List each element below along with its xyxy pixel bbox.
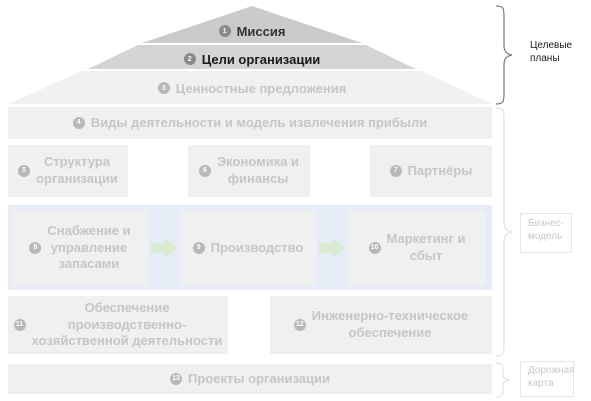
goals-label: Цели организации (201, 51, 321, 67)
label-line: организации (36, 171, 118, 186)
target-plans-label: Целевые планы (530, 40, 572, 65)
number-badge: 5 (18, 165, 31, 177)
label-line: Обеспечение (84, 299, 170, 315)
pyramid-roof (8, 6, 492, 104)
label-line: Целевые (530, 40, 573, 51)
label-line: карта (528, 377, 554, 389)
number-badge: 12 (293, 319, 306, 331)
pyramid-level-2: 2 Цели организации (120, 49, 384, 69)
business-model-box (520, 213, 572, 253)
block-partners: 7 Партнёры (370, 145, 492, 197)
label-line: модель (528, 230, 563, 242)
brace-business-model (495, 107, 513, 357)
pyramid-level-2-shape (88, 45, 416, 69)
arrow-right-icon (319, 237, 345, 259)
label-line: управление (50, 239, 128, 255)
block-label: Производство (210, 239, 304, 255)
block-projects: 13 Проекты организации (8, 364, 492, 394)
label-line: сбыт (409, 248, 443, 263)
pyramid-level-3-shape (8, 71, 492, 104)
block-activities: 4 Виды деятельности и модель извлечения … (8, 107, 492, 139)
number-badge: 7 (389, 165, 402, 177)
label-line: Дорожная (528, 365, 575, 376)
block-production: 9 Производство (180, 210, 316, 286)
label-line: Структура (43, 154, 111, 170)
pyramid-level-3: 3 Ценностные предложения (60, 78, 444, 98)
brace-target-plans (495, 5, 513, 105)
pyramid-level-1-shape (142, 6, 362, 43)
number-badge: 1 (218, 25, 231, 37)
label-line: Маркетинг и (386, 231, 466, 247)
value-proposition-label: Ценностные предложения (175, 80, 347, 96)
label-line: Снабжение и (47, 222, 131, 238)
pyramid-level-1: 1 Миссия (180, 22, 324, 40)
business-model-label: Бизнес- модель (528, 218, 564, 243)
label-line: Экономика и (216, 154, 300, 170)
number-badge: 8 (29, 242, 42, 254)
number-badge: 13 (170, 373, 183, 385)
arrow-right-icon (151, 237, 177, 259)
label-line: хозяйственной деятельности (31, 333, 223, 349)
mission-label: Миссия (236, 23, 286, 39)
number-badge: 11 (13, 319, 26, 331)
label-line: планы (530, 52, 560, 64)
label-line: Бизнес- (528, 218, 565, 229)
block-label: Проекты организации (188, 370, 330, 386)
label-line: запасами (58, 256, 120, 272)
number-badge: 3 (157, 82, 170, 94)
roadmap-box (520, 361, 574, 397)
number-badge: 10 (368, 242, 381, 254)
block-label: Партнёры (407, 162, 473, 178)
roadmap-label: Дорожная карта (528, 365, 575, 390)
label-line: финансы (227, 171, 289, 186)
label-line: производственно- (67, 316, 187, 332)
number-badge: 6 (198, 165, 211, 177)
number-badge: 2 (183, 53, 196, 65)
brace-roadmap (495, 362, 511, 398)
number-badge: 9 (192, 242, 205, 254)
number-badge: 4 (72, 117, 85, 129)
label-line: обеспечение (348, 325, 432, 340)
label-line: Инженерно-техническое (311, 308, 469, 324)
block-label: Виды деятельности и модель извлечения пр… (90, 114, 428, 130)
